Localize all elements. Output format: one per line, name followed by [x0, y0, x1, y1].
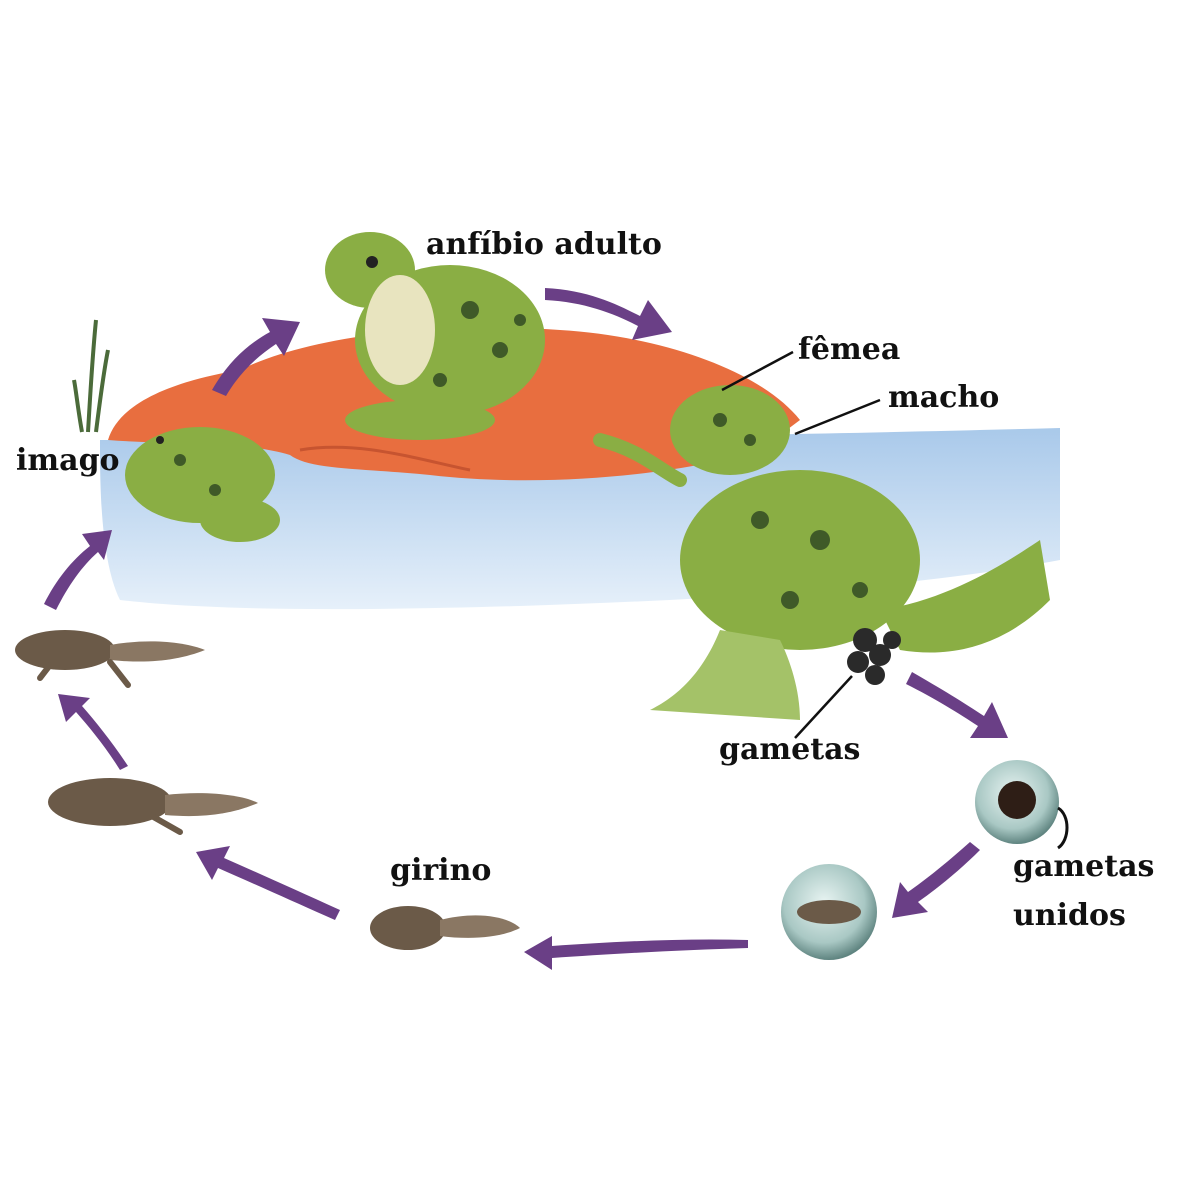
label-united-gametes-line1: gametas — [1013, 849, 1155, 884]
pointer-lines — [721, 350, 881, 739]
tadpole — [370, 906, 520, 950]
arrow-gametes-to-egg — [906, 672, 1008, 738]
bracket — [1057, 806, 1069, 850]
fertilized-egg — [975, 760, 1059, 844]
arrow-imago-to-adult — [212, 318, 300, 396]
arrow-tadpole-to-tadpole-legs — [196, 846, 340, 920]
adult-frog — [325, 232, 545, 440]
tadpole-hind-legs — [48, 778, 258, 835]
mating-frogs — [593, 385, 1050, 720]
pointer-female — [721, 350, 794, 392]
label-united-gametes-line2: unidos — [1013, 898, 1126, 933]
gametes-cluster — [847, 628, 901, 685]
pointer-gametes — [794, 675, 853, 739]
arrow-embryo-to-tadpole — [524, 936, 748, 970]
label-male: macho — [888, 380, 1000, 415]
tadpole-four-legs — [15, 630, 205, 688]
label-gametes: gametas — [719, 732, 861, 767]
label-female: fêmea — [798, 332, 901, 367]
label-tadpole: girino — [390, 853, 492, 888]
arrow-egg-to-embryo — [892, 842, 980, 918]
imago-frog — [125, 427, 280, 542]
label-adult: anfíbio adulto — [426, 227, 662, 262]
label-imago: imago — [16, 443, 120, 478]
embryo-egg — [781, 864, 877, 960]
arrow-tadpole-legs-to-four-legs — [58, 694, 128, 770]
arrow-adult-to-mating — [545, 288, 672, 340]
pointer-male — [794, 398, 881, 436]
cycle-arrows — [44, 288, 1008, 970]
arrow-four-legs-to-imago — [44, 530, 112, 610]
